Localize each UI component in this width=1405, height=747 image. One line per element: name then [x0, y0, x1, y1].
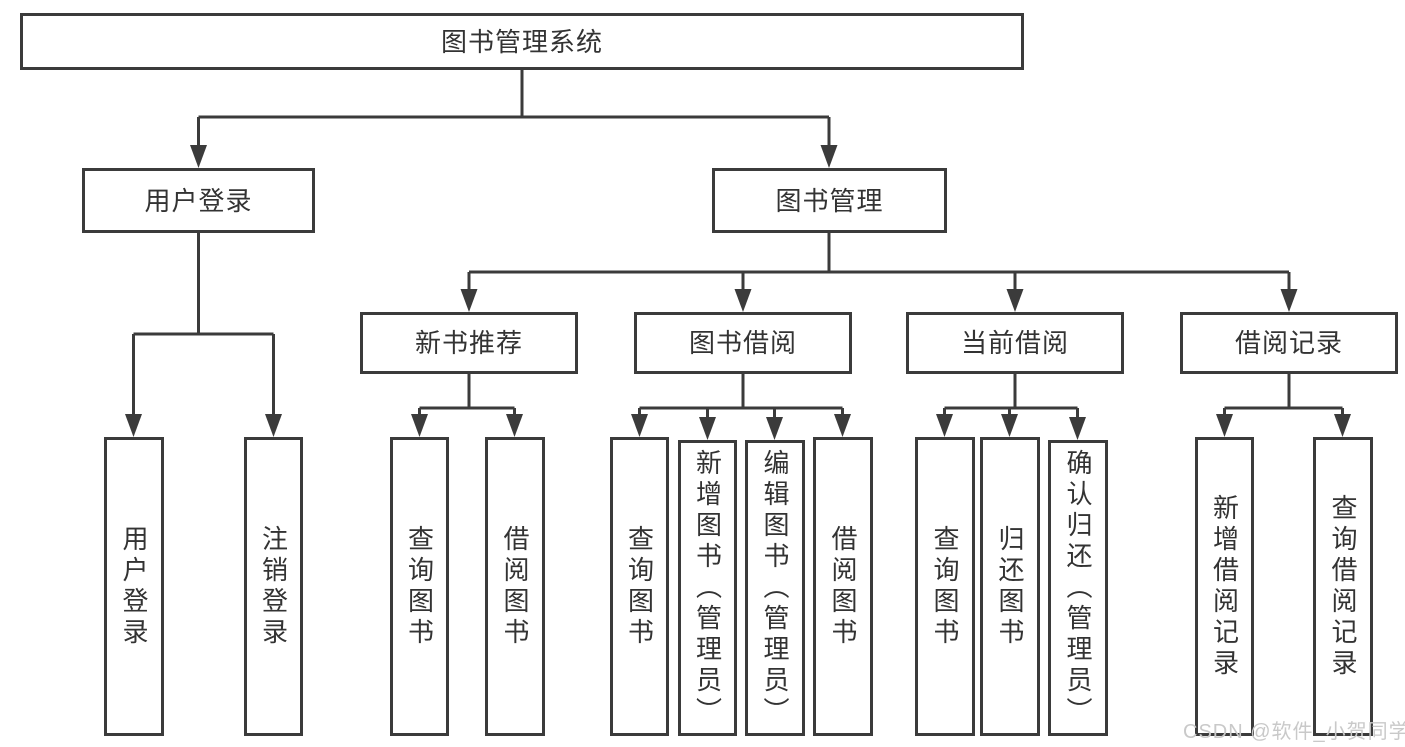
leaf-confirm-return-admin: 确认归还（管理员） — [1048, 440, 1108, 736]
node-current-borrow: 当前借阅 — [906, 312, 1124, 374]
connector-root-to-level2 — [197, 70, 831, 150]
watermark: CSDN @软件_小贺同学 — [1183, 721, 1405, 743]
node-borrow-records-label: 借阅记录 — [1234, 328, 1343, 358]
leaf-confirm-return-admin-label: 确认归还（管理员） — [1063, 448, 1093, 728]
leaf-borrow-books-borrow-label: 借阅图书 — [828, 524, 858, 649]
leaf-query-books-borrow-label: 查询图书 — [624, 524, 655, 649]
connector-book-mgmt-to-level3 — [467, 233, 1291, 294]
leaf-logout: 注销登录 — [244, 437, 303, 736]
connector-book-borrow-to-leaves — [638, 374, 844, 422]
leaf-query-books-recommend: 查询图书 — [390, 437, 449, 736]
node-user-login-label: 用户登录 — [144, 185, 253, 216]
connector-new-book-rec-to-leaves — [418, 374, 516, 419]
node-book-borrow: 图书借阅 — [634, 312, 852, 374]
leaf-return-books-label: 归还图书 — [995, 524, 1025, 649]
leaf-user-login-label: 用户登录 — [119, 524, 149, 649]
leaf-query-borrow-record-label: 查询借阅记录 — [1328, 493, 1358, 680]
leaf-query-books-current: 查询图书 — [915, 437, 975, 736]
connector-user-login-to-leaves — [132, 233, 275, 419]
leaf-add-borrow-record: 新增借阅记录 — [1195, 437, 1254, 736]
node-borrow-records: 借阅记录 — [1180, 312, 1398, 374]
leaf-user-login: 用户登录 — [104, 437, 164, 736]
node-user-login: 用户登录 — [82, 168, 315, 233]
leaf-edit-books-admin-label: 编辑图书（管理员） — [760, 448, 790, 728]
node-new-book-recommend-label: 新书推荐 — [414, 328, 523, 358]
node-new-book-recommend: 新书推荐 — [360, 312, 578, 374]
leaf-query-borrow-record: 查询借阅记录 — [1313, 437, 1373, 736]
leaf-query-books-borrow: 查询图书 — [610, 437, 669, 736]
leaf-edit-books-admin: 编辑图书（管理员） — [745, 440, 805, 736]
node-root: 图书管理系统 — [20, 13, 1024, 70]
leaf-return-books: 归还图书 — [980, 437, 1040, 736]
node-book-management: 图书管理 — [712, 168, 947, 233]
node-book-borrow-label: 图书借阅 — [688, 328, 797, 358]
connector-borrow-record-to-leaves — [1223, 374, 1344, 419]
leaf-query-books-recommend-label: 查询图书 — [404, 524, 435, 649]
leaf-query-books-current-label: 查询图书 — [930, 524, 960, 649]
leaf-add-borrow-record-label: 新增借阅记录 — [1209, 493, 1240, 680]
connector-current-borrow-to-leaves — [943, 374, 1079, 422]
leaf-borrow-books-recommend-label: 借阅图书 — [500, 524, 530, 649]
node-root-label: 图书管理系统 — [440, 26, 603, 57]
leaf-add-books-admin-label: 新增图书（管理员） — [692, 448, 723, 728]
node-current-borrow-label: 当前借阅 — [960, 328, 1069, 358]
leaf-logout-label: 注销登录 — [258, 524, 289, 649]
leaf-borrow-books-recommend: 借阅图书 — [485, 437, 545, 736]
leaf-add-books-admin: 新增图书（管理员） — [678, 440, 737, 736]
node-book-management-label: 图书管理 — [775, 185, 884, 216]
leaf-borrow-books-borrow: 借阅图书 — [813, 437, 873, 736]
